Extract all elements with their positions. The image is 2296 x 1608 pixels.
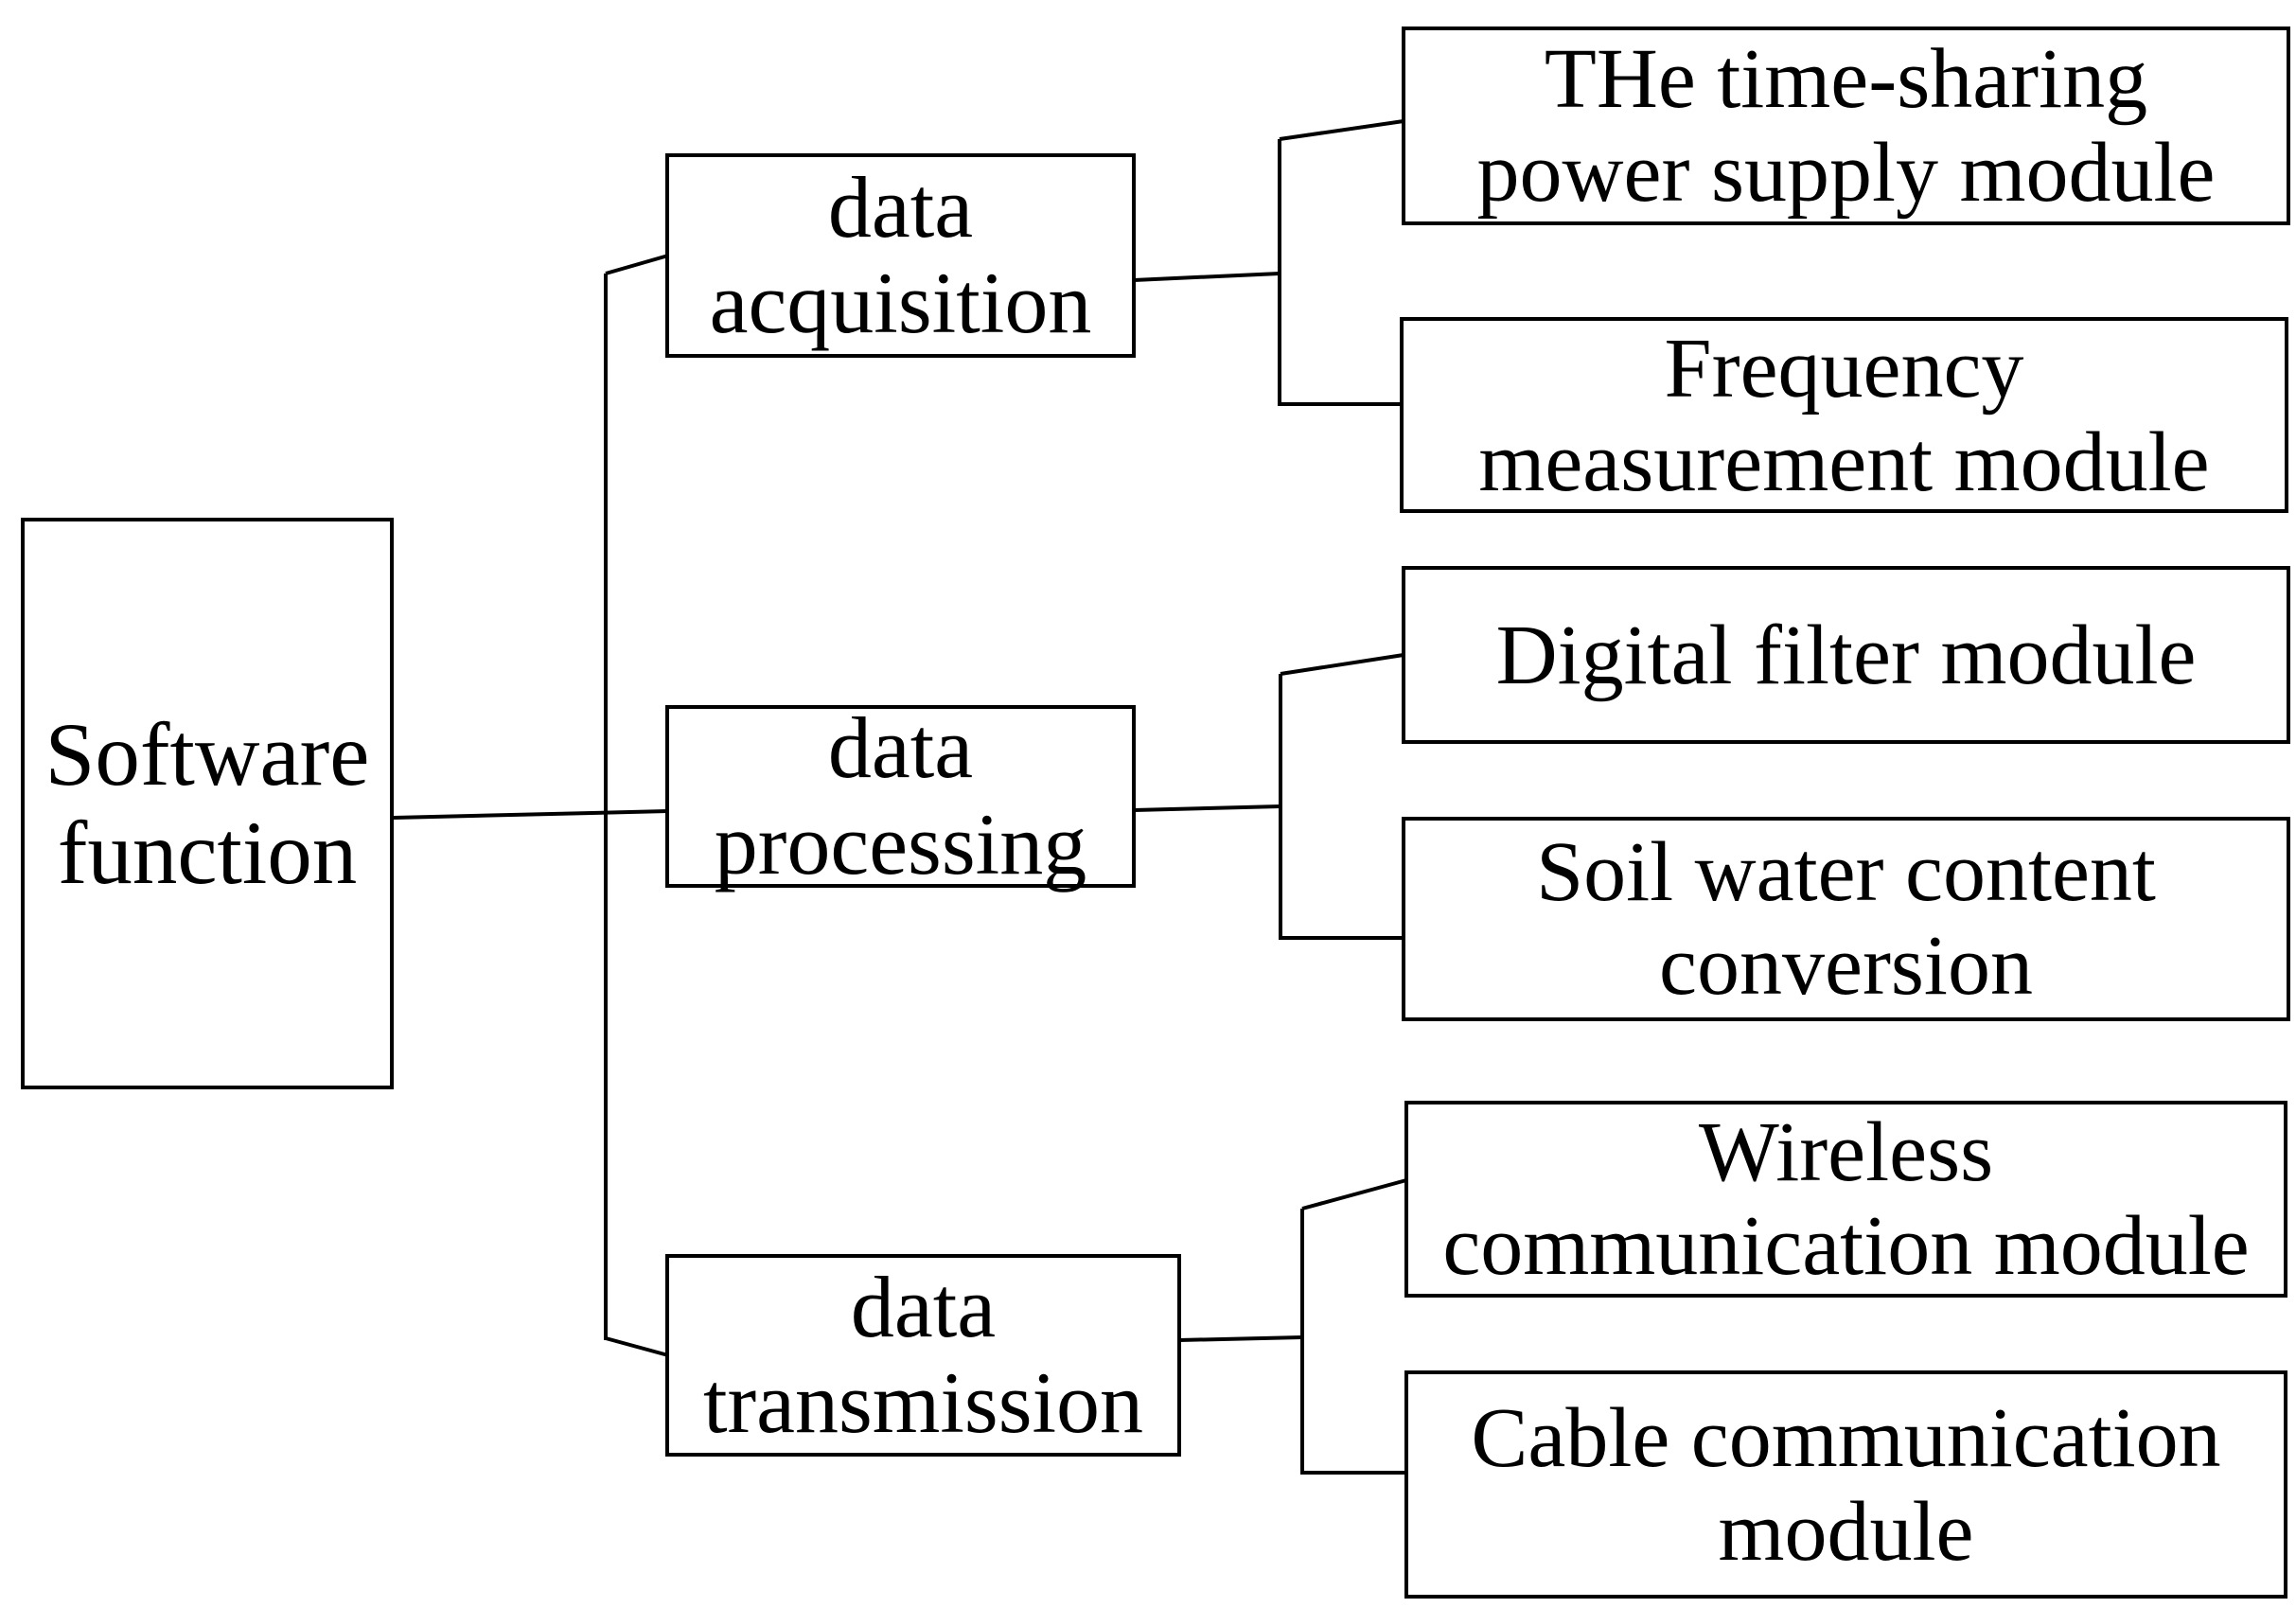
node-time-sharing-power-supply-module: THe time-sharing power supply module	[1402, 27, 2290, 225]
node-data-acquisition: data acquisition	[665, 153, 1136, 358]
edge-processing-to-filter	[1280, 653, 1404, 676]
node-data-processing: data processing	[665, 700, 1136, 892]
node-digital-filter-module: Digital filter module	[1402, 566, 2290, 744]
edge-acquisition-horizontal	[1133, 272, 1280, 282]
edge-root-to-acquisition	[605, 254, 669, 275]
node-soil-water-content-conversion: Soil water content conversion	[1402, 817, 2290, 1021]
edge-processing-horizontal	[1133, 804, 1281, 812]
node-cable-communication-module: Cable communication module	[1404, 1370, 2287, 1599]
edge-root-horizontal	[393, 809, 669, 820]
node-wireless-communication-module: Wireless communication module	[1404, 1101, 2287, 1298]
edge-acquisition-to-power	[1279, 119, 1404, 141]
node-frequency-measurement-module: Frequency measurement module	[1400, 317, 2288, 513]
node-data-transmission: data transmission	[665, 1254, 1181, 1457]
edge-transmission-to-wireless	[1301, 1178, 1407, 1210]
edge-root-to-transmission	[605, 1336, 669, 1357]
edge-transmission-horizontal	[1178, 1335, 1303, 1342]
node-software-function: Software function	[21, 518, 394, 1089]
